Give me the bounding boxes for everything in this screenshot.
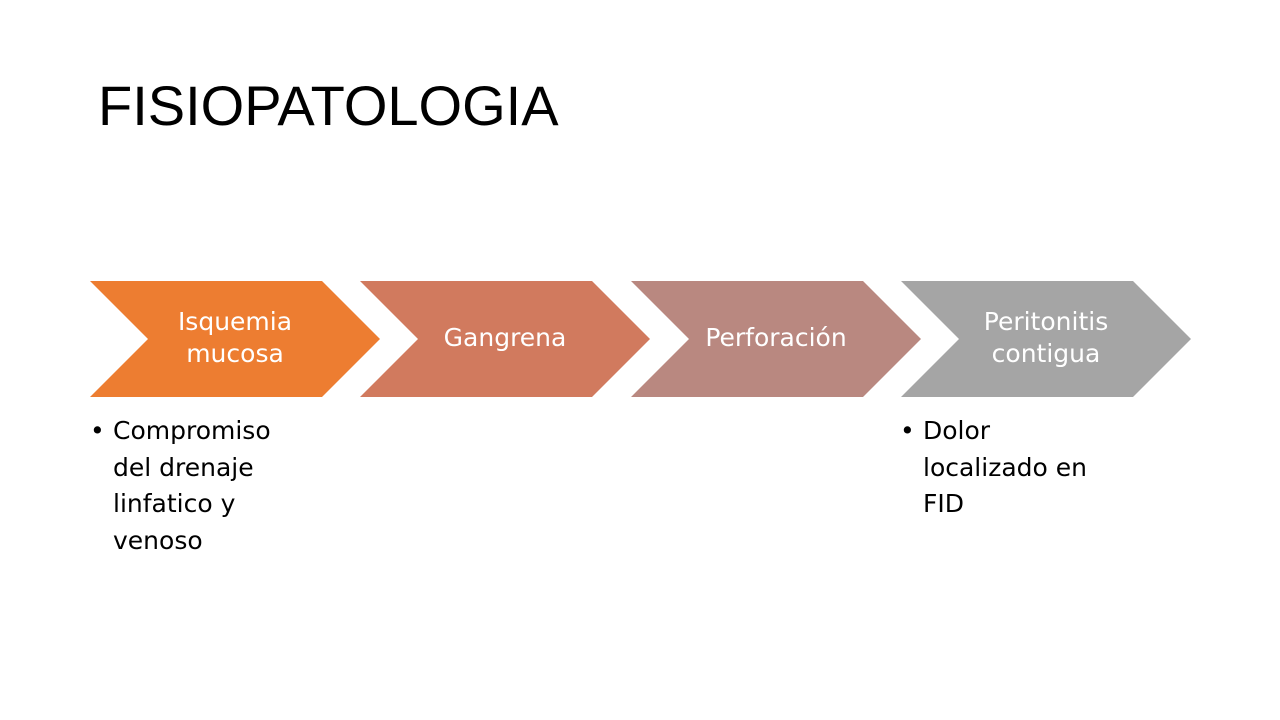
process-step-isquemia-mucosa: Isquemia mucosa	[90, 281, 380, 397]
process-step-label: Perforación	[705, 323, 847, 352]
process-step-label: Peritonitis contigua	[983, 307, 1109, 368]
chevron-shape	[901, 281, 1191, 397]
process-step-label: Isquemia mucosa	[177, 307, 293, 368]
process-step-gangrena: Gangrena	[360, 281, 650, 397]
bullet-item: Dolor localizado en FID	[900, 413, 1115, 523]
step-1-bullet-list: Compromiso del drenaje linfatico y venos…	[90, 413, 305, 559]
process-step-peritonitis-contigua: Peritonitis contigua	[901, 281, 1191, 397]
slide-title: FISIOPATOLOGIA	[98, 74, 559, 137]
bullet-item: Compromiso del drenaje linfatico y venos…	[90, 413, 305, 559]
chevron-shape	[90, 281, 380, 397]
step-4-bullet-list: Dolor localizado en FID	[900, 413, 1115, 523]
chevron-shape	[360, 281, 650, 397]
process-step-label: Gangrena	[443, 323, 567, 352]
chevron-shape	[631, 281, 921, 397]
process-step-perforacion: Perforación	[631, 281, 921, 397]
